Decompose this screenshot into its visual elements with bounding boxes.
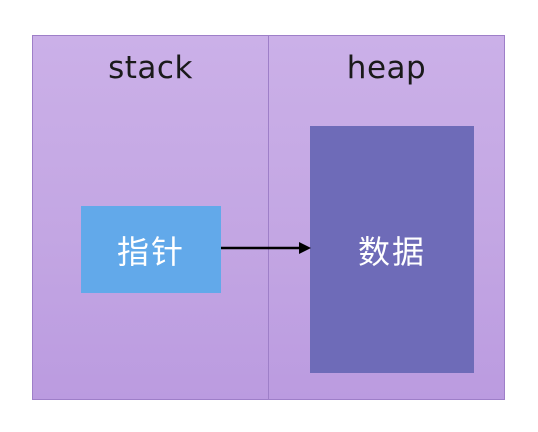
pointer-label: 指针 [116, 232, 185, 271]
stack-title: stack [108, 50, 193, 86]
data-label: 数据 [357, 232, 426, 271]
stack-panel: stack 指针 [32, 35, 269, 400]
pointer-box: 指针 [81, 206, 221, 293]
heap-title: heap [346, 50, 427, 86]
data-box: 数据 [310, 126, 474, 373]
heap-panel: heap 数据 [268, 35, 505, 400]
